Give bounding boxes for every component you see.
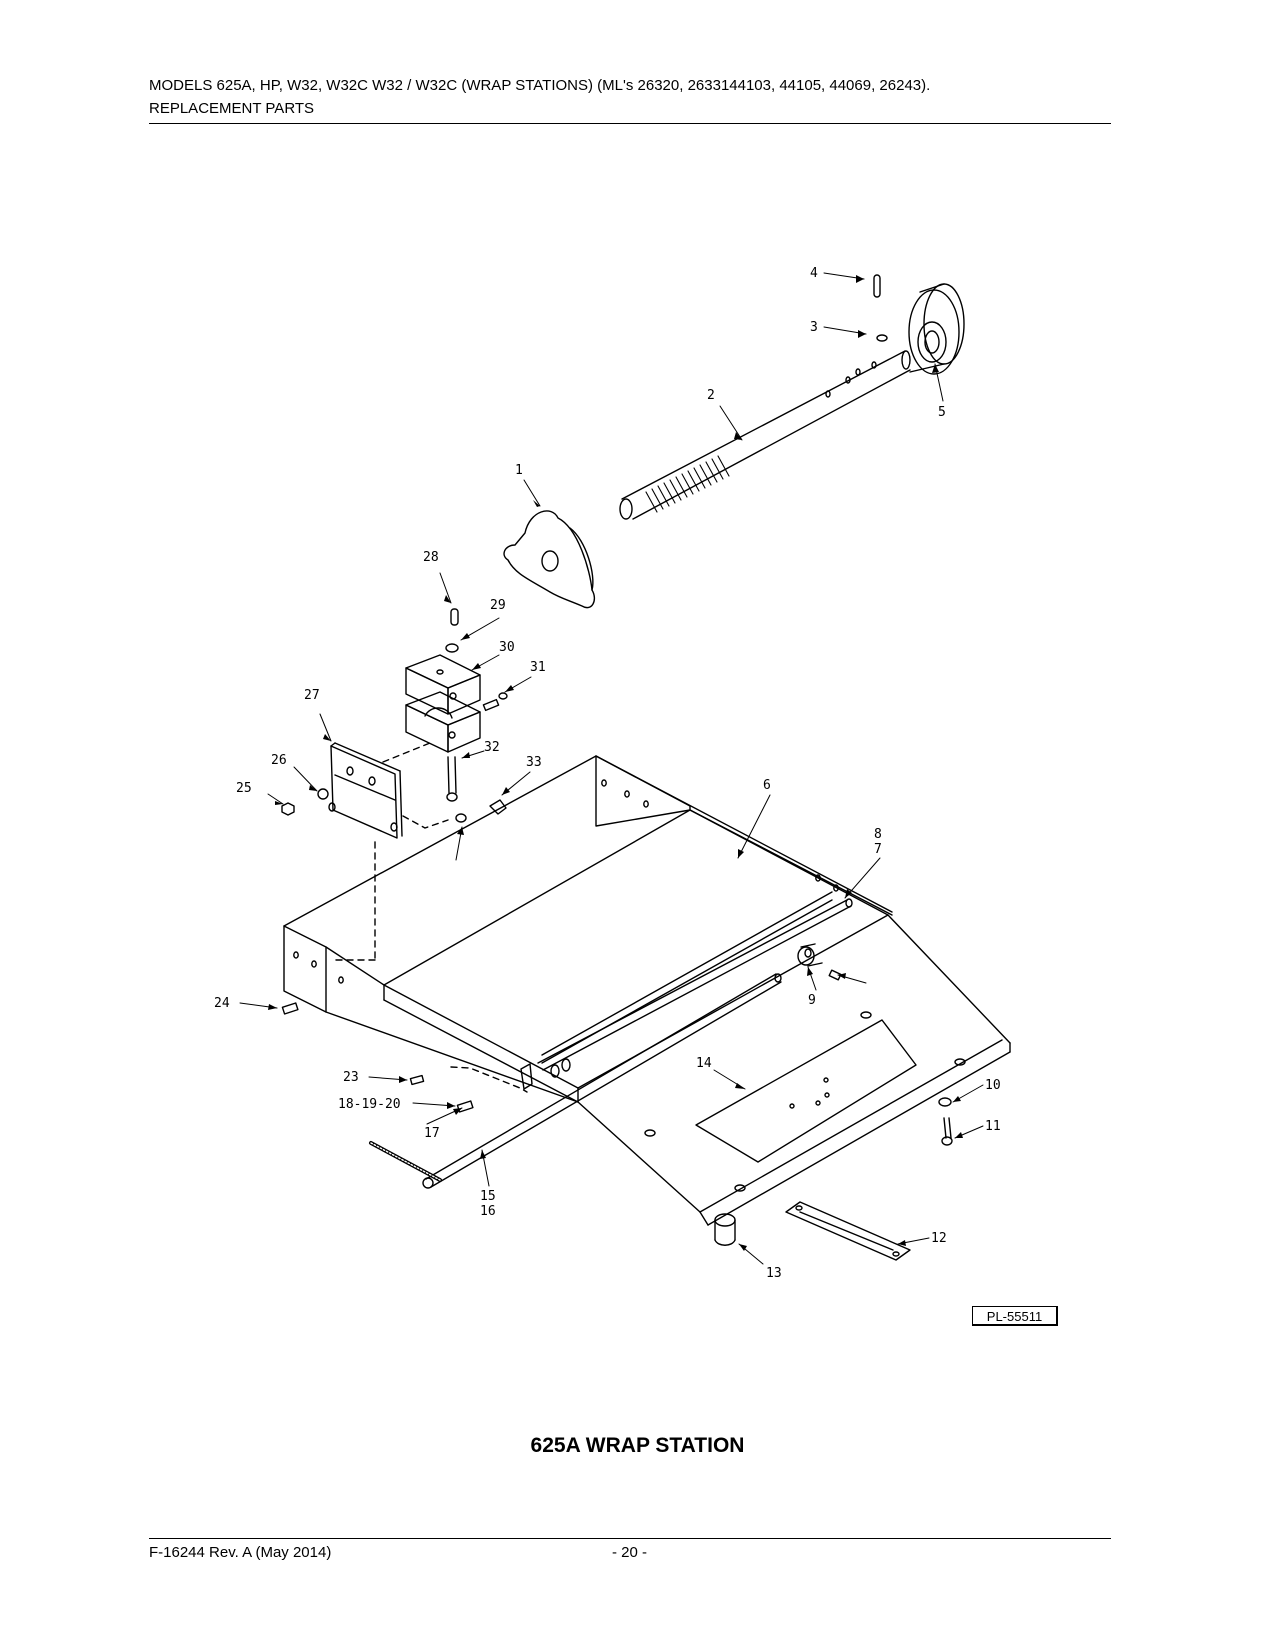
callout-17: 17 — [424, 1126, 440, 1141]
fasteners — [281, 1002, 953, 1146]
callout-16: 16 — [480, 1204, 496, 1219]
slot-plate — [695, 1019, 917, 1163]
callout-23: 25 — [236, 781, 252, 796]
callout-26: 28 — [423, 550, 439, 565]
callout-27: 29 — [490, 598, 506, 613]
callout-11: 11 — [985, 1119, 1001, 1134]
roller-and-setscrew — [797, 943, 842, 981]
callout-6: 6 — [763, 778, 771, 793]
callout-3: 3 — [810, 320, 818, 335]
callout-7: 7 — [874, 842, 882, 857]
mounting-bracket — [281, 742, 507, 961]
callout-15: 15 — [480, 1189, 496, 1204]
callout-8: 8 — [874, 827, 882, 842]
callout-labels: 4 3 2 5 1 28 29 30 31 27 32 33 26 25 6 8… — [214, 266, 1001, 1281]
strap-and-foot — [714, 1201, 911, 1261]
callout-22: 24 — [214, 996, 230, 1011]
footer-page-number: - 20 - — [612, 1544, 648, 1561]
leader-arrowheads — [268, 275, 963, 1251]
callout-14: 14 — [696, 1056, 712, 1071]
callout-24: 26 — [271, 753, 287, 768]
header-models: MODELS 625A, HP, W32, W32C W32 / W32C (W… — [149, 77, 931, 94]
callout-4: 4 — [810, 266, 818, 281]
callout-31: 33 — [526, 755, 542, 770]
callout-13: 13 — [766, 1266, 782, 1281]
callout-28: 30 — [499, 640, 515, 655]
figure-title: 625A WRAP STATION — [530, 1434, 745, 1457]
callout-10: 10 — [985, 1078, 1001, 1093]
callout-1: 1 — [515, 463, 523, 478]
callout-29: 31 — [530, 660, 546, 675]
base-tray — [283, 755, 1011, 1226]
clamp-blocks — [405, 608, 508, 802]
callout-25: 27 — [304, 688, 320, 703]
rods — [369, 898, 853, 1189]
callout-21: 23 — [343, 1070, 359, 1085]
plate-reference-number: PL-55511 — [972, 1306, 1058, 1326]
footer-document-revision: F-16244 Rev. A (May 2014) — [149, 1544, 332, 1561]
callout-9: 9 — [808, 993, 816, 1008]
footer-rule — [149, 1538, 1111, 1539]
callout-18-19-20: 18-19-20 — [338, 1097, 401, 1112]
callout-2: 2 — [707, 388, 715, 403]
header-rule — [149, 123, 1111, 124]
callout-5: 5 — [938, 405, 946, 420]
header-section: REPLACEMENT PARTS — [149, 100, 315, 117]
pulley-assembly — [873, 274, 965, 375]
leader-lines — [239, 272, 984, 1265]
drive-shaft — [619, 350, 911, 520]
page-header: MODELS 625A, HP, W32, W32C W32 / W32C (W… — [149, 74, 1111, 120]
cam-plate — [503, 510, 596, 609]
callout-30: 32 — [484, 740, 500, 755]
callout-12: 12 — [931, 1231, 947, 1246]
